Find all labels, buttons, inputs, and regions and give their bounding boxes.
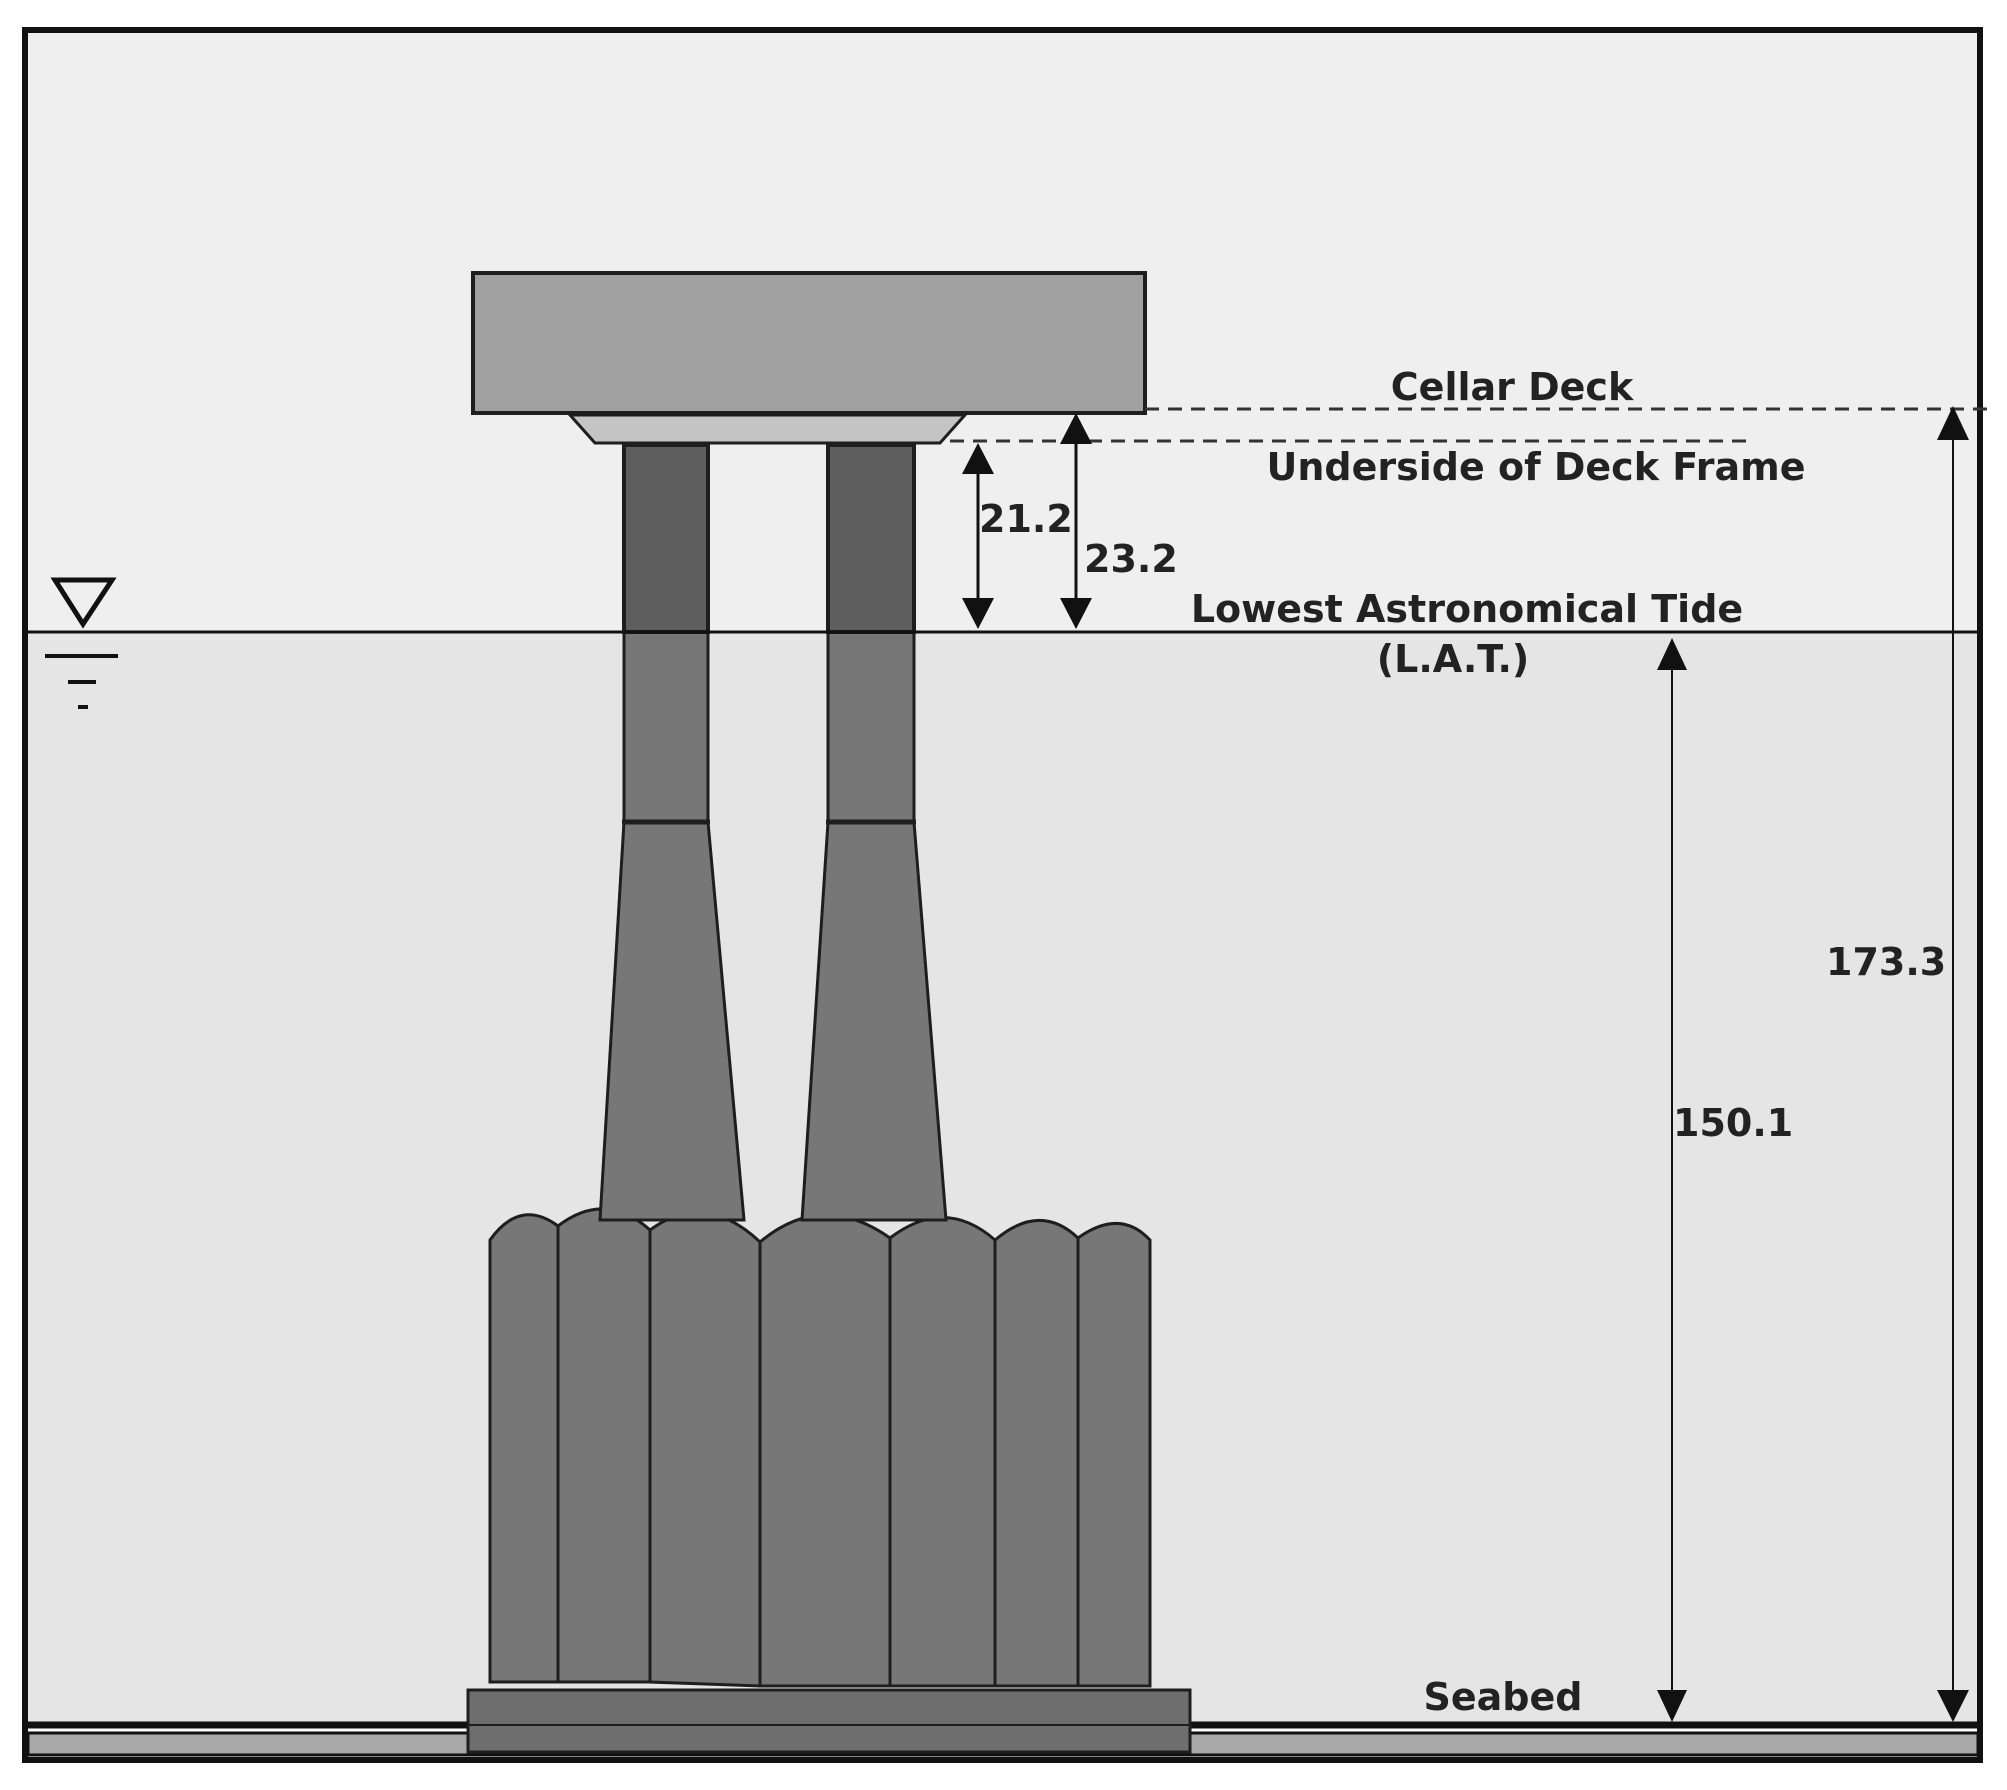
left-column-lower: [622, 630, 710, 824]
deck-frame: [566, 413, 969, 445]
dimension-150-1-label: 150.1: [1673, 1101, 1793, 1145]
dimension-21-2-label: 21.2: [979, 497, 1073, 541]
dimension-21-2-arrow: [962, 443, 994, 629]
right-column-upper: [826, 443, 916, 634]
dimension-173-3-label: 173.3: [1826, 940, 1946, 984]
caisson-cell: [556, 1207, 652, 1684]
caisson-cell: [1076, 1222, 1152, 1688]
dimension-173-3-arrow: [1937, 406, 1969, 1722]
water-level-triangle-icon: [45, 577, 118, 709]
caisson-cell: [888, 1216, 997, 1688]
caisson-cell: [758, 1213, 892, 1688]
dimension-23-2-label: 23.2: [1084, 537, 1178, 581]
lat-abbrev-label: (L.A.T.): [1377, 637, 1530, 681]
caisson-cell: [993, 1219, 1080, 1688]
right-column-lower: [826, 630, 916, 824]
topside-deck: [471, 271, 1147, 415]
left-column-upper: [622, 443, 710, 634]
dimension-23-2-arrow: [1060, 413, 1092, 629]
cellar-deck-label: Cellar Deck: [1391, 365, 1634, 409]
seabed-label: Seabed: [1424, 1675, 1583, 1719]
caisson-cell: [488, 1213, 560, 1684]
dimension-150-1-arrow: [1657, 638, 1687, 1722]
caisson-cell: [648, 1211, 762, 1688]
base-slab: [466, 1688, 1192, 1754]
underside-deck-frame-label: Underside of Deck Frame: [1267, 445, 1806, 489]
caisson-cells: [488, 1207, 1152, 1688]
lat-label: Lowest Astronomical Tide: [1191, 587, 1743, 631]
